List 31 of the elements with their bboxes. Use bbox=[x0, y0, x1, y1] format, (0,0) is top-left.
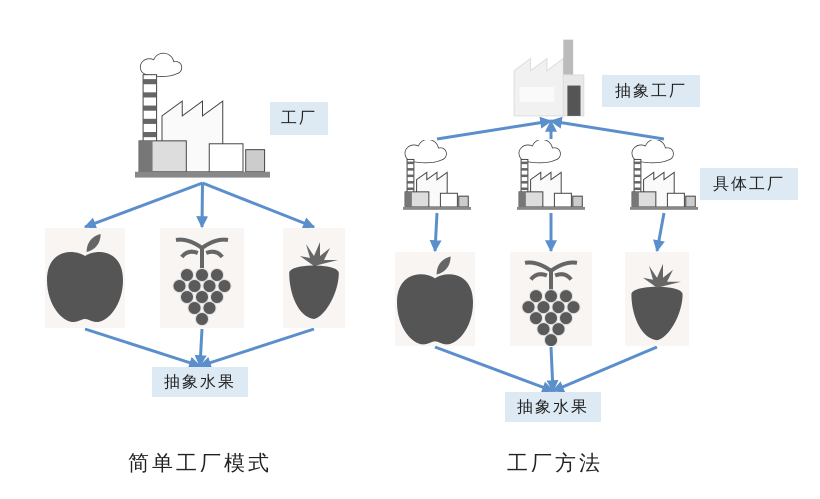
factory-drawing bbox=[517, 140, 585, 212]
arrow bbox=[653, 212, 666, 252]
arrow bbox=[546, 346, 558, 392]
arrow bbox=[552, 346, 658, 392]
arrow bbox=[198, 328, 314, 368]
arrow bbox=[436, 116, 552, 140]
apple-drawing bbox=[395, 252, 475, 346]
strawberry-drawing bbox=[625, 252, 689, 346]
label-box: 抽象工厂 bbox=[602, 75, 700, 107]
arrow bbox=[545, 120, 557, 139]
label-box: 工厂 bbox=[270, 102, 328, 135]
strawberry-drawing bbox=[283, 228, 345, 328]
grape-drawing bbox=[160, 228, 244, 328]
factory-drawing bbox=[403, 140, 471, 212]
arrow bbox=[84, 328, 202, 368]
arrow bbox=[430, 212, 442, 252]
factory-drawing bbox=[630, 140, 698, 212]
arrow bbox=[196, 182, 208, 228]
label-box: 具体工厂 bbox=[700, 168, 798, 200]
arrow bbox=[434, 346, 554, 393]
arrow bbox=[545, 213, 557, 252]
caption: 简单工厂模式 bbox=[128, 450, 272, 477]
arrow bbox=[194, 328, 207, 368]
arrow bbox=[84, 182, 204, 229]
label-box: 抽象水果 bbox=[152, 367, 248, 397]
caption: 工厂方法 bbox=[507, 450, 603, 477]
grape-drawing bbox=[510, 252, 592, 346]
label-box: 抽象水果 bbox=[505, 392, 601, 422]
apple-drawing bbox=[45, 228, 125, 328]
arrow bbox=[550, 116, 664, 140]
arrow bbox=[202, 182, 316, 229]
